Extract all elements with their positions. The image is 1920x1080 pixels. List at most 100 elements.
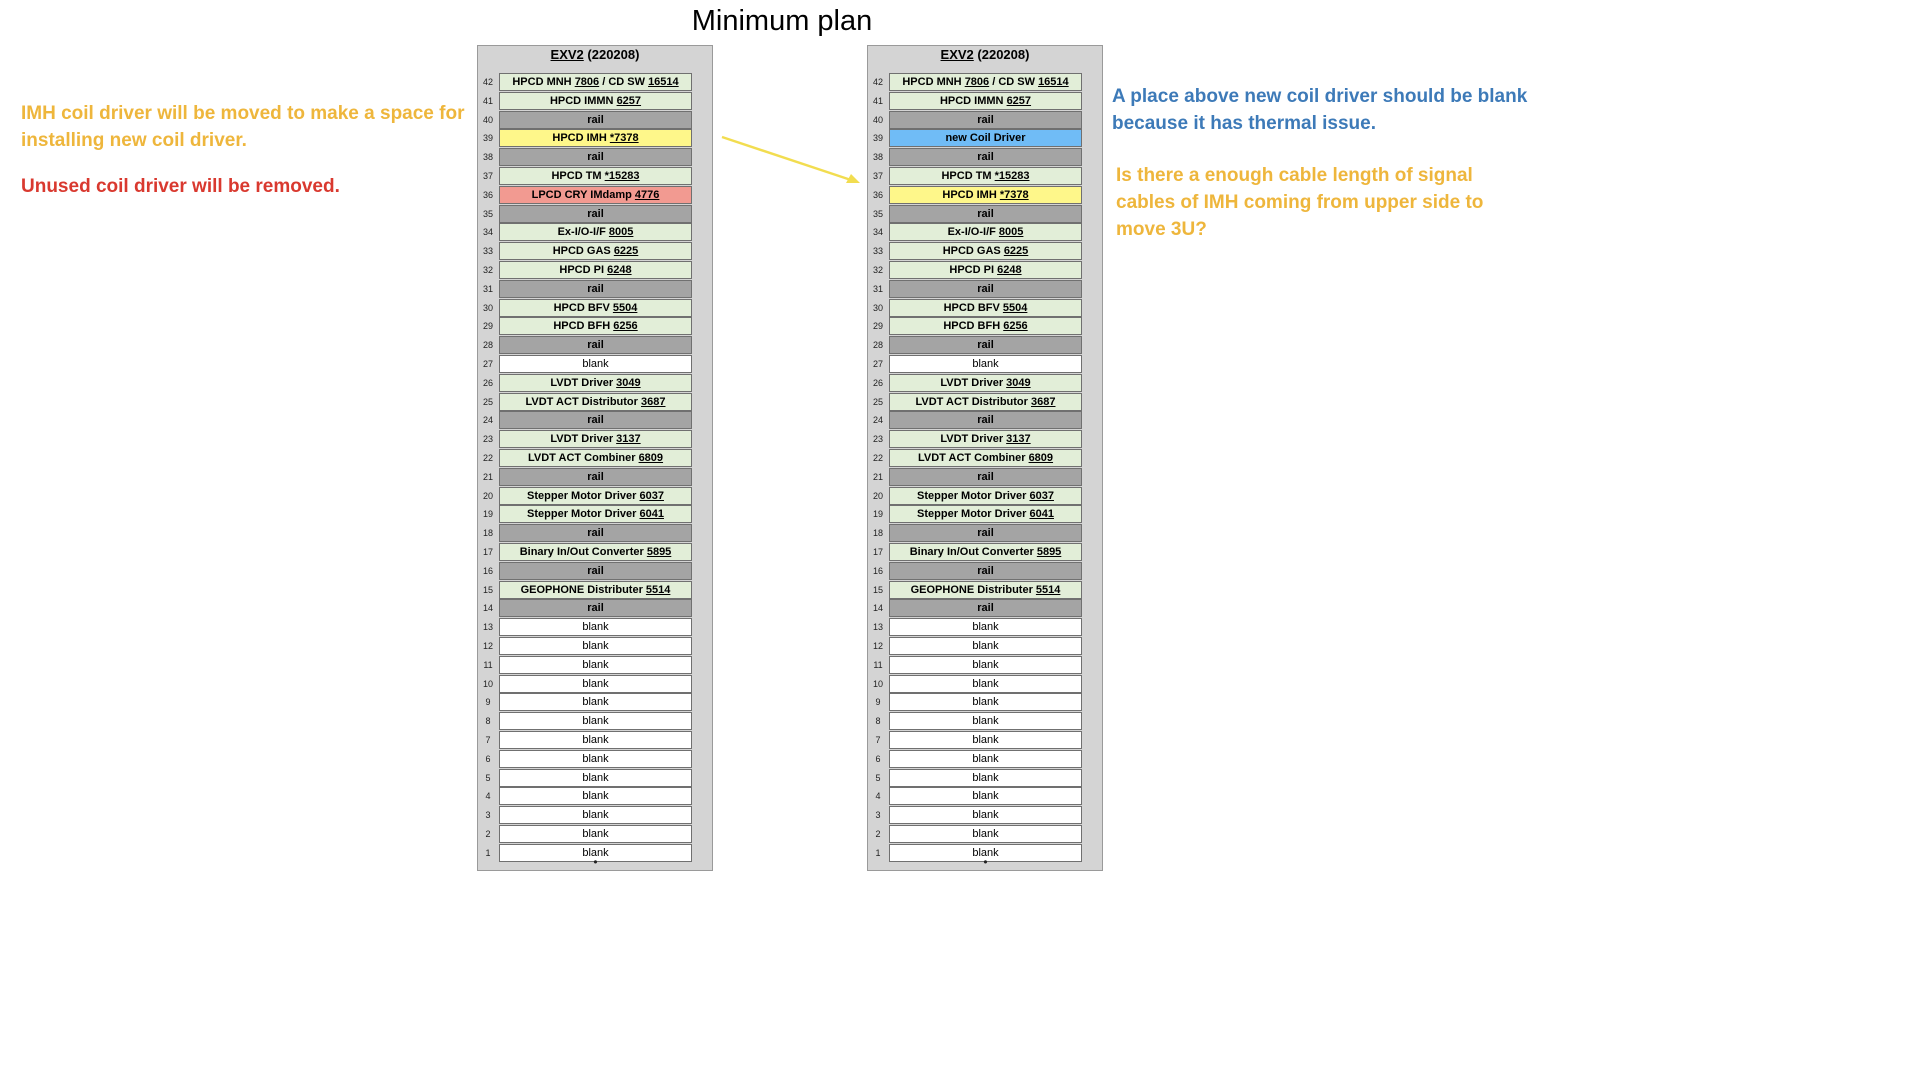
module-slot: Binary In/Out Converter 5895 (499, 543, 692, 561)
slot-label: HPCD IMMN (549, 94, 617, 107)
module-slot: HPCD MNH 7806 / CD SW 16514 (889, 73, 1082, 91)
unit-number: 31 (482, 283, 493, 294)
slot-label: blank (972, 846, 999, 859)
unit-number: 37 (482, 171, 493, 181)
unit-number: 22 (482, 453, 493, 463)
slot-label: rail (587, 282, 604, 295)
blank-slot: blank (889, 637, 1082, 655)
module-slot: Stepper Motor Driver 6037 (889, 486, 1082, 505)
module-slot: HPCD IMMN 6257 (889, 91, 1082, 110)
slot-label: Stepper Motor Driver (917, 489, 1030, 502)
rail-slot: rail (499, 279, 692, 298)
unit-number: 23 (482, 434, 493, 445)
blank-slot: blank (889, 825, 1082, 843)
slot-serial: 4776 (634, 188, 660, 201)
slot-label: LVDT ACT Combiner (527, 452, 639, 464)
module-slot: HPCD IMMN 6257 (499, 91, 692, 110)
slot-label: LVDT ACT Combiner (917, 452, 1029, 464)
slot-label: rail (977, 527, 994, 540)
slot-label: rail (977, 282, 994, 295)
unit-number: 42 (482, 77, 493, 87)
module-slot: LVDT ACT Distributor 3687 (889, 392, 1082, 411)
slot-label: rail (587, 207, 604, 220)
move-arrow (721, 135, 860, 183)
rack-title: EXV2 (220208) (868, 47, 1102, 63)
unit-number: 13 (482, 622, 493, 633)
blank-slot: blank (499, 712, 692, 731)
slot-label: rail (977, 339, 994, 352)
rail-slot: rail (889, 411, 1082, 430)
slot-label: rail (587, 414, 604, 427)
unit-number: 9 (485, 697, 491, 708)
unit-number: 27 (872, 359, 883, 369)
unit-number: 15 (872, 584, 883, 595)
unit-number: 16 (482, 565, 493, 576)
blank-slot: blank (499, 655, 692, 674)
unit-number: 38 (482, 152, 493, 163)
unit-number: 27 (482, 359, 493, 369)
slot-label: HPCD IMH (942, 188, 1000, 201)
unit-number: 22 (872, 453, 883, 463)
slot-serial: 6041 (1029, 508, 1054, 521)
slot-label: Stepper Motor Driver (527, 508, 640, 521)
blank-slot: blank (889, 731, 1082, 749)
module-slot: Stepper Motor Driver 6041 (499, 505, 692, 524)
slot-label: blank (972, 640, 999, 652)
unit-number: 8 (485, 716, 491, 727)
unit-number: 4 (875, 791, 881, 802)
unit-number: 7 (875, 735, 881, 745)
module-slot: HPCD BFV 5504 (889, 298, 1082, 317)
unit-number: 2 (485, 829, 491, 839)
module-slot: HPCD MNH 7806 / CD SW 16514 (499, 73, 692, 91)
unit-number: 37 (872, 171, 883, 181)
unit-number: 18 (482, 528, 493, 539)
module-slot: HPCD BFH 6256 (889, 317, 1082, 336)
rail-slot: rail (889, 599, 1082, 618)
slot-label: HPCD GAS (942, 245, 1004, 258)
unit-number: 25 (872, 396, 883, 407)
blank-slot: blank (499, 637, 692, 655)
slot-serial: 6809 (1028, 452, 1054, 464)
module-slot: new Coil Driver (889, 129, 1082, 148)
rail-slot: rail (499, 204, 692, 223)
slot-label: HPCD TM (941, 170, 995, 182)
slot-serial-2: 16514 (648, 76, 679, 88)
unit-number: 3 (485, 810, 491, 821)
slot-serial: 3049 (616, 376, 641, 389)
slot-label: blank (582, 734, 609, 746)
slot-label: blank (972, 658, 999, 671)
slot-serial: *7378 (999, 188, 1029, 201)
unit-number: 33 (872, 246, 883, 257)
unit-number: 12 (482, 641, 493, 651)
blank-slot: blank (499, 693, 692, 712)
unit-number: 20 (482, 490, 493, 501)
unit-number: 1 (485, 847, 491, 858)
unit-number: 39 (482, 133, 493, 144)
slot-label: HPCD PI (559, 264, 608, 276)
slot-serial: 5514 (645, 583, 671, 596)
slot-serial: 5504 (1002, 301, 1028, 314)
rail-slot: rail (889, 524, 1082, 543)
unit-number: 5 (875, 772, 881, 783)
slot-label: LVDT Driver (550, 376, 617, 389)
rack-code: (220208) (977, 47, 1030, 62)
slot-label: rail (977, 207, 994, 220)
blank-slot: blank (889, 655, 1082, 674)
unit-number: 6 (875, 753, 881, 764)
slot-serial: 3049 (1006, 376, 1031, 389)
slot-label-mid: / CD SW (989, 76, 1039, 88)
unit-number: 30 (872, 302, 883, 313)
unit-number: 42 (872, 77, 883, 87)
rail-slot: rail (889, 204, 1082, 223)
module-slot: GEOPHONE Distributer 5514 (889, 580, 1082, 599)
slot-label: Stepper Motor Driver (917, 508, 1030, 521)
slot-label: HPCD GAS (552, 245, 614, 258)
slot-serial: 6225 (1003, 245, 1029, 258)
slot-serial: *7378 (609, 132, 639, 145)
blank-slot: blank (499, 825, 692, 843)
module-slot: Ex-I/O-I/F 8005 (499, 223, 692, 242)
rail-slot: rail (499, 148, 692, 167)
rack-exv2-planned: EXV2 (220208) 42 HPCD MNH 7806 / CD SW 165… (867, 45, 1103, 871)
slot-label: blank (582, 621, 609, 634)
slot-label: rail (587, 564, 604, 577)
